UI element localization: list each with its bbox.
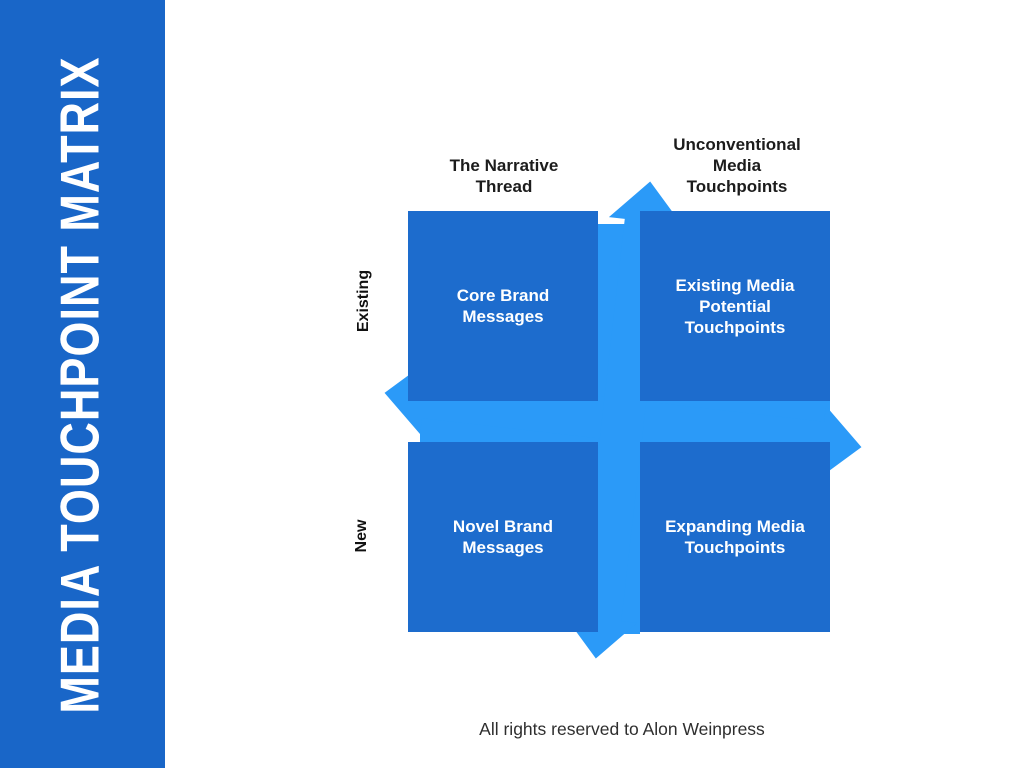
column-header-unconventional-media: Unconventional Media Touchpoints bbox=[673, 135, 801, 196]
copyright-text: All rights reserved to Alon Weinpress bbox=[479, 719, 765, 739]
row-label-new: New bbox=[353, 519, 370, 553]
row-label-existing: Existing bbox=[355, 269, 372, 333]
matrix-cell-novel-brand-messages: Novel Brand Messages bbox=[408, 442, 598, 632]
column-header-narrative-thread: The Narrative Thread bbox=[449, 156, 559, 196]
matrix-cell-expanding-media-touchpoints: Expanding Media Touchpoints bbox=[640, 442, 830, 632]
matrix-cell-existing-media-potential-touchpoints: Existing Media Potential Touchpoints bbox=[640, 211, 830, 401]
matrix-cell-core-brand-messages: Core Brand Messages bbox=[408, 211, 598, 401]
sidebar: MEDIA TOUCHPOINT MATRIX bbox=[0, 0, 165, 768]
